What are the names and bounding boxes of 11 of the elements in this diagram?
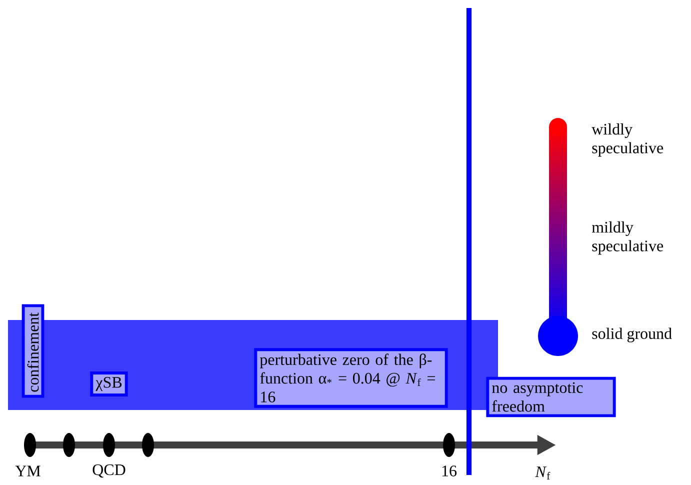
text-box: no asymptotic freedom	[486, 376, 616, 418]
text-box: perturbative zero of the β-function α$_{*}$ = 0.04 @ N$_{f}$ = 16	[254, 348, 448, 408]
scale-label: mildly speculative	[592, 221, 664, 255]
text-box: χSB	[90, 372, 128, 396]
axis-label: N$_{f}$	[535, 466, 550, 480]
axis-label: QCD	[92, 464, 126, 478]
text-box: confinement	[22, 304, 44, 398]
axis-label: 16	[442, 466, 457, 476]
axis-label: YM	[15, 466, 40, 476]
scale-label: wildly speculative	[592, 123, 664, 157]
scale-label: solid ground	[592, 328, 672, 342]
